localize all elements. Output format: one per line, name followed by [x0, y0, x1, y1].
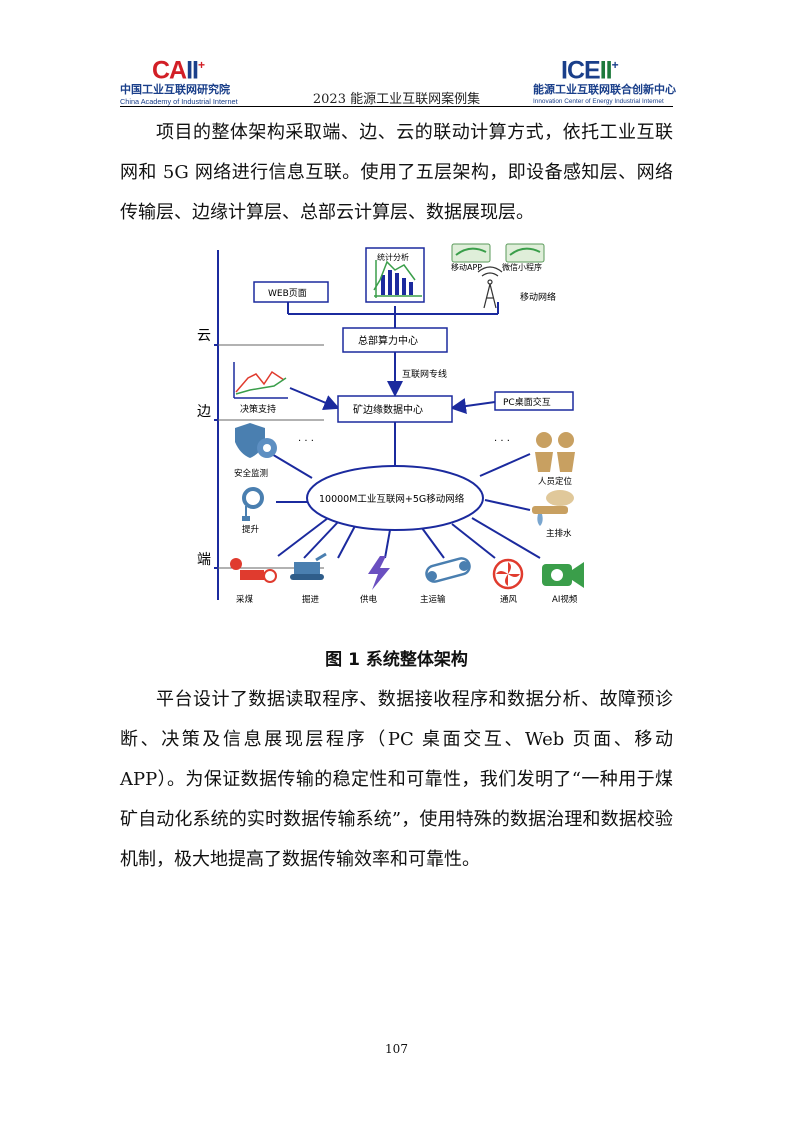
camera-icon [542, 562, 584, 588]
paragraph-architecture: 项目的整体架构采取端、边、云的联动计算方式，依托工业互联网和 5G 网络进行信息… [120, 122, 673, 223]
header-title: 2023 能源工业互联网案例集 [312, 92, 481, 107]
page-number: 107 [385, 1042, 408, 1056]
transport-label: 主运输 [420, 594, 446, 605]
layer-label-end: 端 [197, 552, 211, 568]
power-icon [368, 556, 390, 590]
web-page-label: WEB页面 [268, 288, 307, 299]
drainage-label: 主排水 [546, 528, 572, 539]
mobile-app-label: 移动APP [451, 262, 482, 272]
personnel-label: 人员定位 [538, 476, 573, 487]
hq-center-label: 总部算力中心 [358, 334, 418, 347]
decision-label: 决策支持 [240, 403, 276, 415]
layer-label-cloud: 云 [197, 328, 211, 344]
decision-chart-icon [233, 362, 288, 399]
caii-logo-en: China Academy of Industrial Internet [120, 97, 238, 107]
iceii-logo-cn: 能源工业互联网联合创新中心 [533, 83, 676, 97]
caii-logo-cn: 中国工业互联网研究院 [120, 83, 230, 97]
tunneling-icon [290, 552, 327, 580]
transport-icon [425, 557, 471, 583]
drainage-icon [532, 490, 574, 526]
stats-label: 统计分析 [377, 252, 409, 262]
mobile-network-label: 移动网络 [520, 291, 556, 303]
pc-desktop-label: PC桌面交互 [503, 396, 551, 408]
ai-video-label: AI视频 [552, 594, 578, 605]
ventilation-label: 通风 [500, 594, 518, 605]
paragraph-platform: 平台设计了数据读取程序、数据接收程序和数据分析、故障预诊断、决策及信息展现层程序… [120, 689, 673, 870]
layer-label-edge: 边 [197, 404, 211, 420]
tunneling-label: 掘进 [302, 594, 320, 605]
mining-label: 采煤 [236, 594, 254, 605]
security-icon [235, 423, 277, 458]
dots-right: · · · [494, 436, 510, 447]
iceii-logo: ICEII+ 能源工业互联网联合创新中心 Innovation Center o… [533, 56, 676, 106]
power-label: 供电 [360, 594, 378, 605]
dedicated-line-label: 互联网专线 [402, 368, 447, 380]
dots-left: · · · [298, 436, 314, 447]
ventilation-icon [492, 558, 524, 590]
hoist-label: 提升 [242, 524, 260, 535]
network-hub-label: 10000M工业互联网+5G移动网络 [319, 493, 465, 505]
caii-logo: CAII+ 中国工业互联网研究院 China Academy of Indust… [120, 52, 260, 106]
page-header: CAII+ 中国工业互联网研究院 China Academy of Indust… [120, 50, 676, 107]
hoist-icon [242, 487, 264, 521]
wechat-label: 微信小程序 [502, 262, 542, 272]
header-divider [120, 106, 673, 107]
architecture-diagram: 云 边 端 统计分析 移动APP 微信小程序 [190, 240, 610, 620]
iceii-logo-en: Innovation Center of Energy Industrial I… [533, 98, 664, 106]
antenna-icon [477, 266, 503, 309]
mining-icon [230, 558, 277, 583]
security-label: 安全监测 [234, 468, 268, 479]
personnel-icon [535, 432, 575, 472]
figure-caption: 图 1 系统整体架构 [325, 650, 468, 670]
edge-center-label: 矿边缘数据中心 [353, 403, 423, 416]
